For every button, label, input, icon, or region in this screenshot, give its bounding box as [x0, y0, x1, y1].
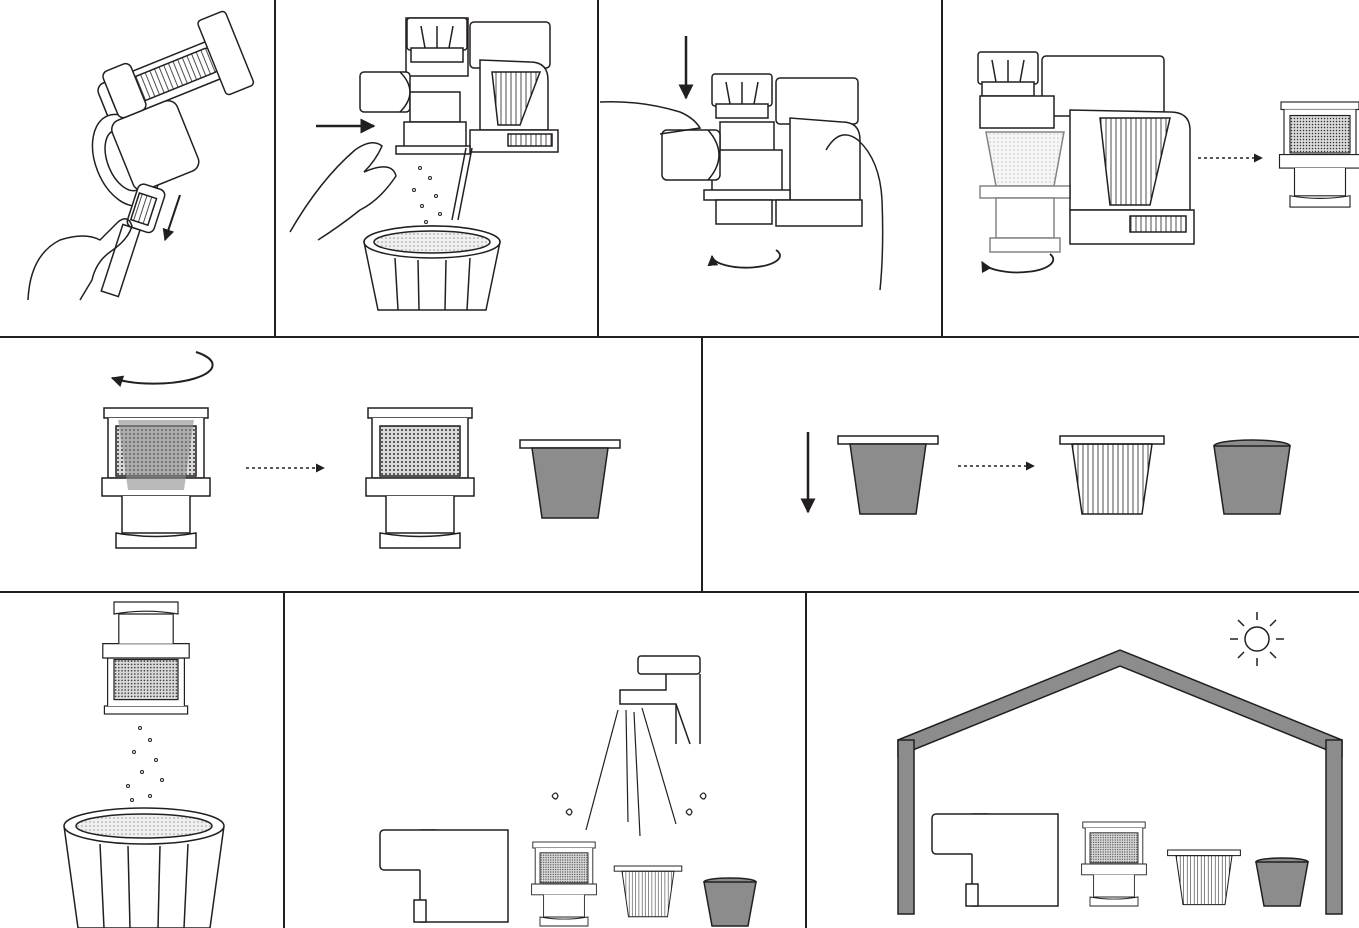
handheld-vacuum-side	[360, 18, 558, 220]
water-droplets	[552, 793, 706, 815]
handheld-vacuum-angled	[60, 10, 281, 216]
tube-end	[101, 182, 166, 301]
trash-bin-icon	[64, 808, 224, 928]
pleated-filter	[614, 866, 682, 917]
grey-filter-cup	[1214, 440, 1290, 514]
panel-1-detach-handheld	[28, 10, 281, 300]
handheld-vacuum-side	[662, 74, 862, 226]
dust-bin-part	[380, 830, 508, 922]
rotate-arrow-icon	[982, 254, 1053, 272]
grey-hepa-filter	[838, 436, 938, 514]
grey-hepa-filter	[520, 440, 620, 518]
panel-2-empty-bin	[290, 18, 558, 310]
panel-3-remove-dust-cup	[600, 36, 883, 290]
cyclone-with-grey-filter	[102, 408, 210, 548]
panel-9-air-dry	[898, 612, 1342, 914]
hand-outline	[290, 143, 396, 240]
cyclone-filter-assembly	[1082, 822, 1147, 906]
trash-bin-icon	[364, 226, 500, 310]
hand-left	[600, 102, 700, 134]
rotate-arrow-icon	[712, 250, 780, 268]
falling-debris	[413, 167, 446, 232]
grey-filter-cup	[704, 878, 756, 926]
cyclone-filter-assembly	[1280, 102, 1359, 207]
panel-4-remove-cyclone	[978, 52, 1359, 272]
grey-filter-cup	[1256, 858, 1308, 906]
panel-6-remove-hepa	[808, 432, 1290, 514]
falling-debris	[127, 727, 164, 802]
panel-5-separate-filters	[102, 352, 620, 548]
cyclone-upside-down	[103, 602, 189, 714]
pleated-filter	[1168, 850, 1241, 905]
panel-7-tap-filter	[64, 602, 224, 928]
pleated-filter	[1060, 436, 1164, 514]
water-stream	[586, 708, 676, 836]
cyclone-filter-faded	[980, 132, 1070, 252]
rotate-arrow-icon	[112, 352, 213, 384]
cyclone-filter-assembly	[532, 842, 597, 926]
panel-8-rinse	[380, 656, 756, 926]
water-tap-icon	[620, 656, 700, 744]
dust-bin-part	[932, 814, 1058, 906]
down-arrow	[165, 195, 180, 240]
sun-icon	[1230, 612, 1284, 666]
cyclone-filter-assembly	[366, 408, 474, 548]
